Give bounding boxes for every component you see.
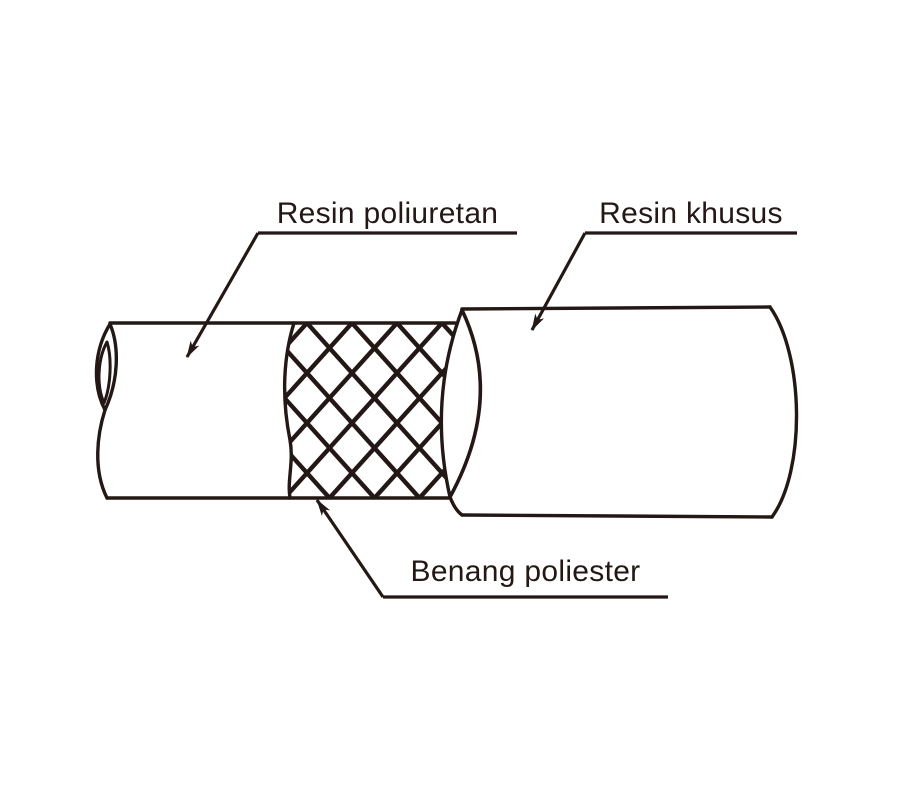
outer-tube-top-edge <box>460 305 772 311</box>
label-resin-poliuretan: Resin poliuretan <box>276 197 499 230</box>
braid-mesh <box>282 321 462 500</box>
resin-poliuretan-leader-arrow <box>185 232 260 358</box>
outer-tube-right-cap <box>768 305 799 519</box>
outer-tube-bottom-left-join <box>448 495 464 517</box>
label-benang-poliester: Benang poliester <box>410 555 641 588</box>
resin-khusus-leader-arrow <box>530 232 587 331</box>
braid-left-edge <box>282 321 296 500</box>
outer-tube-outline <box>448 305 799 519</box>
hose-bore-opening <box>97 340 112 405</box>
cut-edge-inner-arc <box>439 308 464 499</box>
callout-lines <box>185 231 797 599</box>
inner-tube-outline <box>94 321 457 500</box>
outer-tube-bottom-edge <box>460 513 774 519</box>
label-resin-khusus: Resin khusus <box>599 197 783 230</box>
braid-hatch-lines <box>284 321 462 498</box>
hose-end-left-silhouette <box>96 408 109 500</box>
cut-edge-outer-arc <box>448 308 483 499</box>
outer-sleeve-cut-edge <box>439 308 483 499</box>
benang-poliester-leader-arrow <box>315 499 385 598</box>
